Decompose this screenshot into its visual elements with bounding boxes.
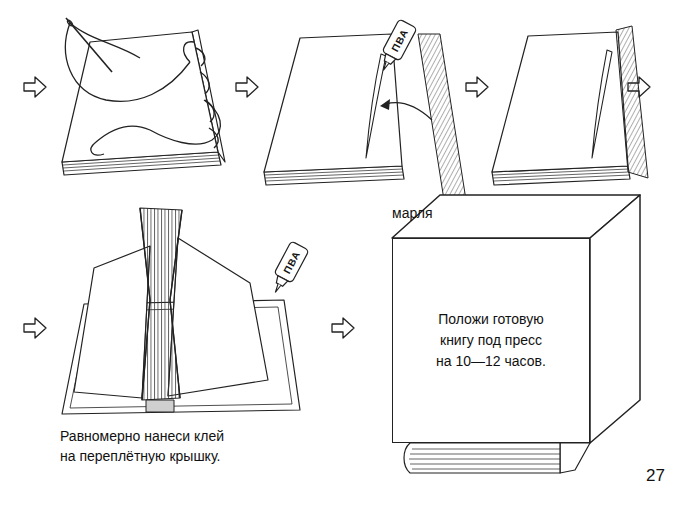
- part-name: марля: [392, 203, 432, 223]
- glue-bottle: ПВА: [273, 241, 308, 283]
- book-block: [266, 175, 404, 181]
- glue-bottle: ПВА: [381, 19, 416, 61]
- thread: [66, 23, 221, 155]
- step-arrow: [332, 318, 354, 338]
- sewn-book: [64, 161, 220, 171]
- book-with-gauze: [494, 175, 630, 181]
- book-with-gauze: [492, 26, 648, 185]
- pressed-book: [409, 459, 560, 460]
- pressed-book: [404, 443, 560, 473]
- curved-arrow: [386, 103, 432, 120]
- thread: [66, 23, 191, 101]
- book-with-gauze: [492, 32, 628, 172]
- book-with-gauze: [592, 50, 612, 158]
- open-book: [170, 210, 182, 398]
- open-book: [74, 246, 150, 398]
- open-book: [62, 208, 300, 414]
- thread: [150, 100, 220, 144]
- thread: [91, 126, 150, 155]
- open-book: [140, 208, 182, 400]
- open-book: [140, 208, 150, 400]
- sewn-book: [196, 48, 205, 66]
- page-number: 27: [646, 464, 665, 489]
- pressed-book: [560, 443, 590, 473]
- press-block: [392, 195, 640, 443]
- instruction-text: Равномерно нанеси клей на переплётную кр…: [60, 426, 236, 467]
- bottle-nozzle: [273, 284, 280, 293]
- sewn-book: [205, 100, 214, 122]
- sewn-book: [62, 32, 218, 162]
- pressed-book: [412, 469, 560, 470]
- book-block: [264, 34, 404, 185]
- press-block: [590, 195, 640, 443]
- pressed-book: [404, 443, 590, 473]
- curved-arrow: [380, 99, 390, 110]
- curved-arrow: [380, 99, 432, 120]
- gauze-strip: [418, 34, 466, 200]
- pressed-book: [410, 454, 560, 455]
- pressed-book: [412, 449, 560, 450]
- thread: [70, 23, 140, 58]
- open-book: [146, 400, 174, 412]
- gauze-strip: [418, 34, 466, 200]
- book-with-gauze: [493, 172, 629, 178]
- book-with-gauze: [616, 26, 648, 178]
- instruction-text: Положи готовую книгу под пресс на 10—12 …: [433, 309, 549, 372]
- open-book: [168, 238, 268, 396]
- book-block: [264, 34, 402, 172]
- press-box: Положи готовую книгу под пресс на 10—12 …: [392, 238, 590, 443]
- sewn-book: [196, 48, 218, 148]
- sewn-book: [200, 72, 209, 94]
- bottle-nozzle: [381, 62, 388, 71]
- step-arrow: [24, 77, 46, 97]
- sewn-book: [62, 18, 225, 175]
- pressed-book: [410, 464, 560, 465]
- step-arrow: [24, 318, 46, 338]
- thread: [184, 42, 194, 62]
- book-block: [265, 172, 403, 178]
- step-arrow: [236, 77, 258, 97]
- step-arrow: [466, 77, 488, 97]
